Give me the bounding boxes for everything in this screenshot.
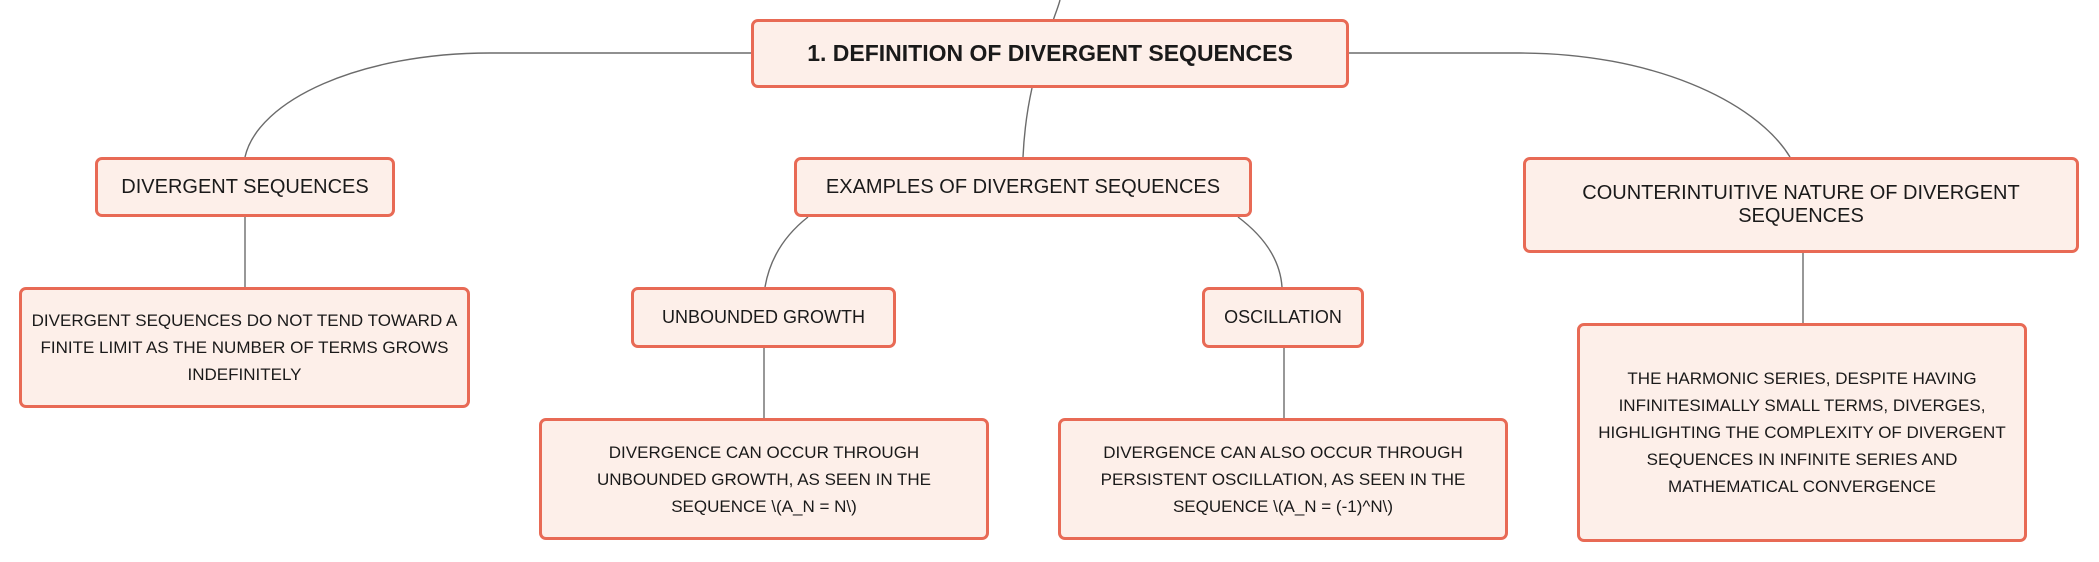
connector-examples-to-unbounded-growth — [764, 216, 809, 288]
examples-label: EXAMPLES OF DIVERGENT SEQUENCES — [825, 175, 1221, 198]
divergent-sequences-detail: DIVERGENT SEQUENCES DO NOT TEND TOWARD A… — [31, 311, 458, 384]
connector-incoming-root — [1052, 0, 1061, 22]
divergent-sequences-detail-node[interactable]: DIVERGENT SEQUENCES DO NOT TEND TOWARD A… — [19, 287, 470, 408]
oscillation-label: OSCILLATION — [1224, 307, 1342, 327]
root-node[interactable]: 1. DEFINITION OF DIVERGENT SEQUENCES — [751, 19, 1349, 88]
counterintuitive-node[interactable]: COUNTERINTUITIVE NATURE OF DIVERGENT SEQ… — [1523, 157, 2079, 253]
examples-node[interactable]: EXAMPLES OF DIVERGENT SEQUENCES — [794, 157, 1252, 217]
oscillation-detail-node[interactable]: DIVERGENCE CAN ALSO OCCUR THROUGH PERSIS… — [1058, 418, 1508, 540]
unbounded-growth-detail: DIVERGENCE CAN OCCUR THROUGH UNBOUNDED G… — [596, 442, 932, 516]
divergent-sequences-node[interactable]: DIVERGENT SEQUENCES — [95, 157, 395, 217]
divergent-sequences-label: DIVERGENT SEQUENCES — [121, 175, 369, 198]
oscillation-node[interactable]: OSCILLATION — [1202, 287, 1364, 348]
root-node-label: 1. DEFINITION OF DIVERGENT SEQUENCES — [807, 40, 1293, 66]
counterintuitive-label: COUNTERINTUITIVE NATURE OF DIVERGENT SEQ… — [1582, 182, 2020, 227]
unbounded-growth-label: UNBOUNDED GROWTH — [662, 307, 865, 327]
connector-root-to-divergent-sequences — [244, 52, 754, 158]
counterintuitive-detail: THE HARMONIC SERIES, DESPITE HAVING INFI… — [1598, 369, 2006, 496]
oscillation-detail: DIVERGENCE CAN ALSO OCCUR THROUGH PERSIS… — [1100, 442, 1466, 516]
unbounded-growth-node[interactable]: UNBOUNDED GROWTH — [631, 287, 896, 348]
connector-root-to-counterintuitive — [1346, 52, 1791, 158]
connector-root-to-examples — [1022, 87, 1033, 158]
connector-examples-to-oscillation — [1237, 216, 1283, 288]
unbounded-growth-detail-node[interactable]: DIVERGENCE CAN OCCUR THROUGH UNBOUNDED G… — [539, 418, 989, 540]
counterintuitive-detail-node[interactable]: THE HARMONIC SERIES, DESPITE HAVING INFI… — [1577, 323, 2027, 542]
